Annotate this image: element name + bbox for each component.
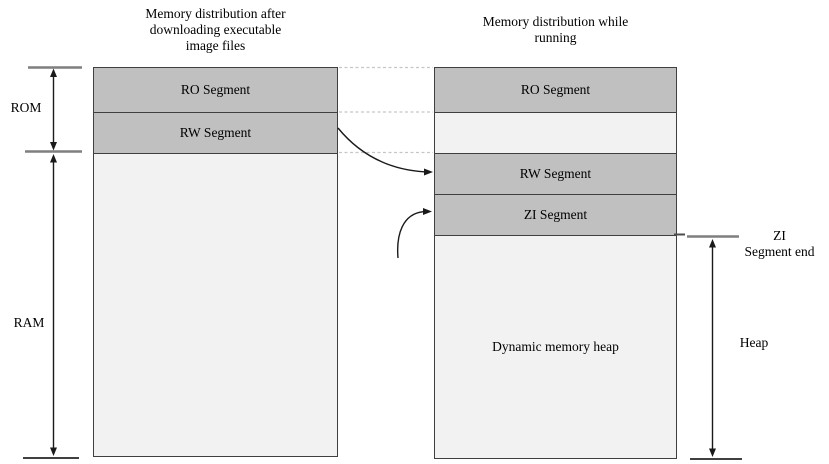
ro-segment-left: RO Segment (94, 68, 337, 113)
heap-label: Heap (739, 335, 769, 350)
ram-extent-arrow (23, 154, 79, 459)
ro-segment-left-label: RO Segment (180, 82, 251, 97)
arrowhead-down (50, 142, 57, 151)
ram-label: RAM (13, 315, 45, 330)
right-column-title: Memory distribution while running (434, 14, 677, 46)
arrowhead-up (50, 154, 57, 163)
title-line: running (534, 30, 577, 45)
arrowhead-down (709, 448, 716, 457)
rom-label: ROM (10, 100, 42, 115)
arrowhead-right (424, 168, 433, 176)
ro-segment-right: RO Segment (435, 68, 676, 113)
zi-segment-end-line: Segment end (744, 244, 815, 259)
rw-segment-right-label: RW Segment (519, 166, 592, 181)
title-line: downloading executable (149, 22, 282, 37)
memory-box-after-download: RO Segment RW Segment (93, 67, 338, 457)
rw-segment-left-label: RW Segment (179, 125, 252, 140)
title-line: Memory distribution while (482, 14, 629, 29)
rw-segment-left: RW Segment (94, 113, 337, 154)
ro-segment-right-label: RO Segment (520, 82, 591, 97)
zi-segment-end-line: ZI (773, 228, 786, 243)
arrowhead-right (423, 208, 432, 215)
zi-segment-right: ZI Segment (435, 195, 676, 236)
gap-region-right (435, 113, 676, 154)
arrowhead-down (50, 447, 57, 456)
arrowhead-up (50, 68, 57, 77)
title-line: Memory distribution after (145, 6, 286, 21)
title-line: image files (185, 38, 246, 53)
arrowhead-up (709, 239, 716, 248)
memory-box-while-running: RO Segment RW Segment ZI Segment Dynamic… (434, 67, 677, 459)
dynamic-memory-heap-label: Dynamic memory heap (492, 339, 619, 354)
zi-segment-right-label: ZI Segment (523, 207, 588, 222)
left-column-title: Memory distribution after downloading ex… (93, 6, 338, 54)
empty-ram-region-left (94, 154, 337, 456)
alignment-dashed-lines (339, 66, 433, 154)
zi-init-curved-arrow (396, 208, 432, 259)
rw-segment-right: RW Segment (435, 154, 676, 195)
dynamic-memory-heap-region: Dynamic memory heap (435, 236, 676, 458)
zi-segment-end-label: ZI Segment end (730, 228, 829, 260)
rw-copy-curved-arrow (337, 127, 433, 176)
